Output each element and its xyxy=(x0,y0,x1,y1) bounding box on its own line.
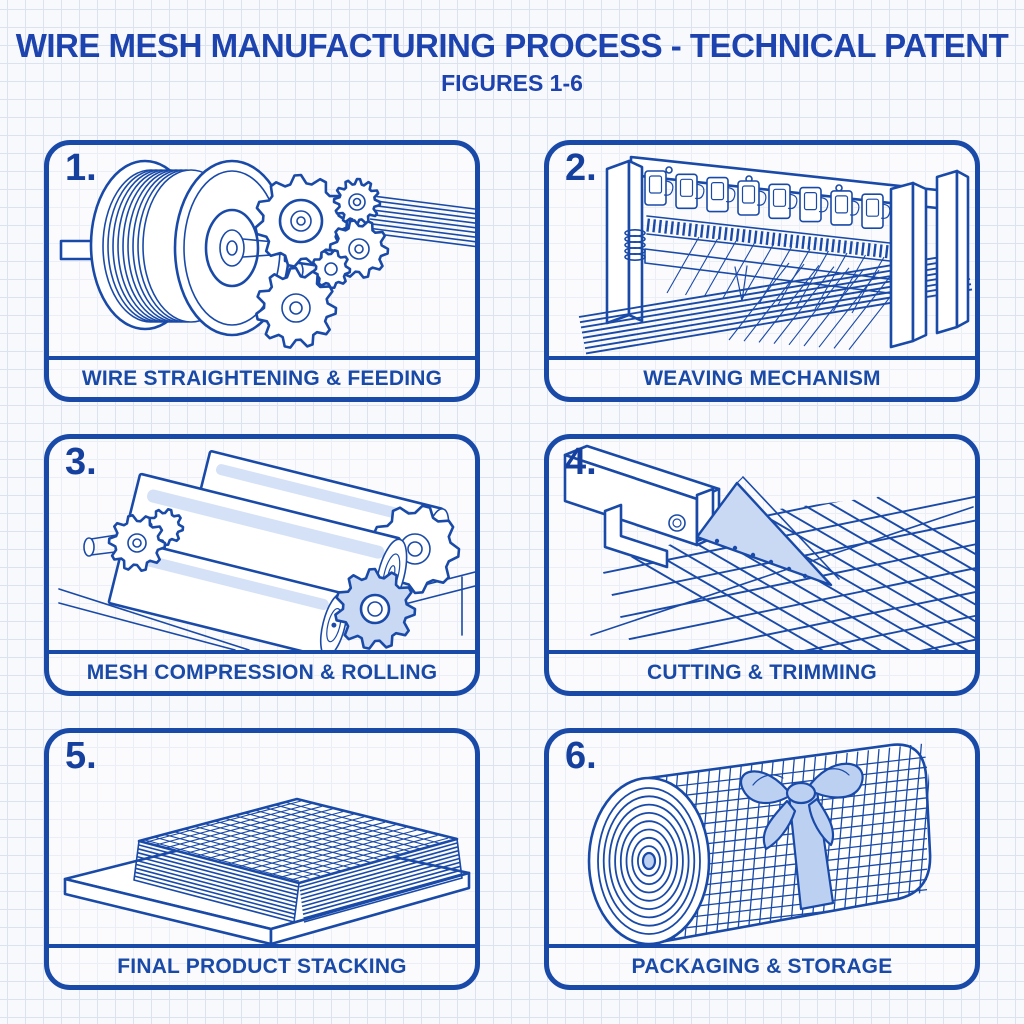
figure-panel-5: 5. xyxy=(44,728,480,990)
straightening-gears xyxy=(254,173,390,349)
mesh-roll-illustration xyxy=(587,743,932,944)
figure-number: 4. xyxy=(565,441,597,483)
page-subtitle: FIGURES 1-6 xyxy=(441,70,583,96)
right-post-inner xyxy=(889,181,928,349)
figure-caption: MESH COMPRESSION & ROLLING xyxy=(49,650,475,691)
weaving-loom-illustration xyxy=(578,155,973,355)
feed-wires xyxy=(364,194,475,248)
header: WIRE MESH MANUFACTURING PROCESS - TECHNI… xyxy=(0,0,1024,97)
figure-1-art xyxy=(49,145,475,356)
wire-spool-illustration xyxy=(59,159,475,349)
figure-number: 5. xyxy=(65,735,97,777)
blade-rivets xyxy=(714,538,808,579)
guide-line xyxy=(590,506,974,636)
figure-number: 2. xyxy=(565,147,597,189)
mesh-stack xyxy=(133,797,463,923)
wire-spool xyxy=(89,159,291,337)
page-title: WIRE MESH MANUFACTURING PROCESS - TECHNI… xyxy=(15,27,1009,64)
roll-end-face xyxy=(587,776,711,944)
figure-6-art xyxy=(549,733,975,944)
stack-top-mesh xyxy=(140,800,449,882)
figure-panel-3: 3. xyxy=(44,434,480,696)
stacked-sheets-illustration xyxy=(63,797,471,944)
figure-4-art xyxy=(549,439,975,650)
figure-number: 6. xyxy=(565,735,597,777)
figure-number: 3. xyxy=(65,441,97,483)
left-post xyxy=(605,159,644,325)
compression-rollers-illustration xyxy=(58,450,475,650)
figure-caption: PACKAGING & STORAGE xyxy=(549,944,975,985)
right-post-outer xyxy=(935,169,970,335)
spring-coil xyxy=(624,229,646,262)
figure-panel-6: 6. xyxy=(544,728,980,990)
figure-caption: CUTTING & TRIMMING xyxy=(549,650,975,691)
c-channel-bracket xyxy=(603,503,669,569)
figures-grid: 1. xyxy=(44,140,980,990)
weave-cross-threads xyxy=(728,262,910,350)
cutting-blade-illustration xyxy=(563,444,975,650)
figure-panel-1: 1. xyxy=(44,140,480,402)
reed-comb xyxy=(646,215,900,263)
gear-bottom-right xyxy=(334,567,417,650)
figure-2-art xyxy=(549,145,975,356)
figure-caption: WEAVING MECHANISM xyxy=(549,356,975,397)
left-drive-gears xyxy=(83,508,185,572)
figure-panel-2: 2. xyxy=(544,140,980,402)
figure-panel-4: 4. xyxy=(544,434,980,696)
cutting-blade xyxy=(695,476,840,587)
figure-caption: FINAL PRODUCT STACKING xyxy=(49,944,475,985)
roller-bottom xyxy=(107,538,348,650)
figure-number: 1. xyxy=(65,147,97,189)
figure-5-art xyxy=(49,733,475,944)
figure-caption: WIRE STRAIGHTENING & FEEDING xyxy=(49,356,475,397)
ribbon-bow xyxy=(739,762,864,851)
figure-3-art xyxy=(49,439,475,650)
